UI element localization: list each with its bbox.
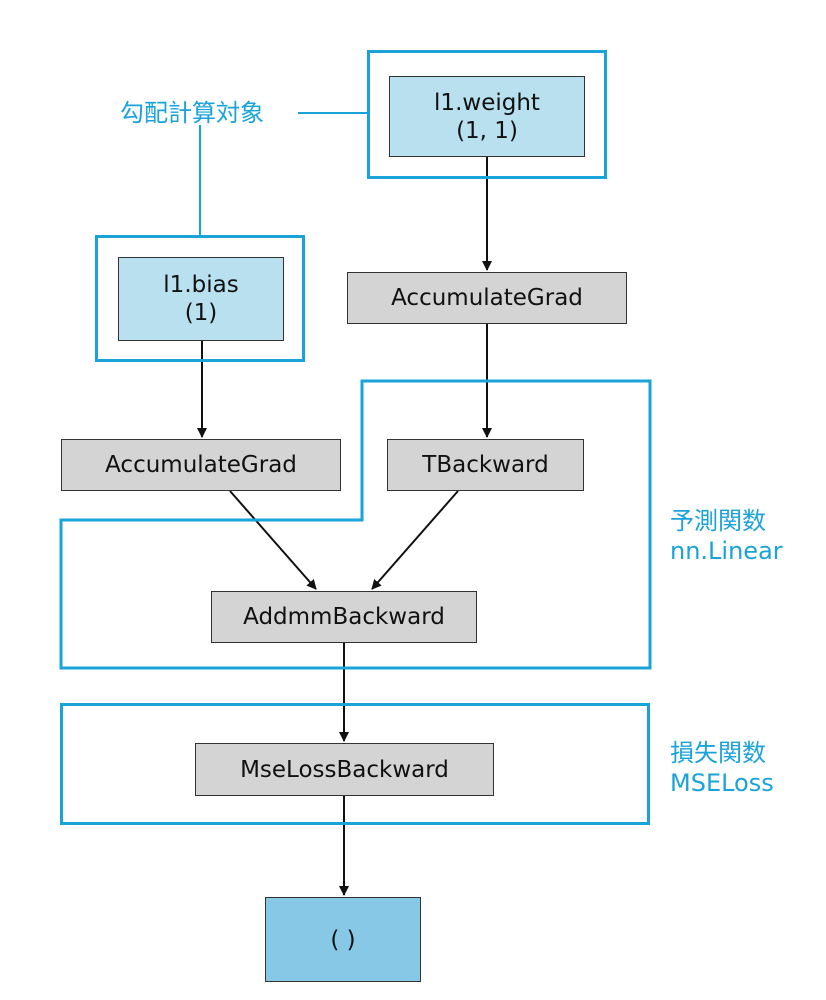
loss-function-label: 損失関数 MSELoss bbox=[670, 738, 774, 798]
accumulate-grad-bias-node: AccumulateGrad bbox=[61, 439, 341, 491]
bias-node-shape: (1) bbox=[184, 300, 218, 326]
weight-node: l1.weight (1, 1) bbox=[389, 76, 585, 157]
tbackward-node: TBackward bbox=[387, 439, 584, 491]
weight-node-name: l1.weight bbox=[434, 89, 540, 116]
weight-frame bbox=[367, 50, 607, 179]
edge-accumulate-to-addmm bbox=[229, 490, 317, 590]
edge-tbackward-to-addmm bbox=[371, 490, 459, 590]
predict-function-name: nn.Linear bbox=[670, 537, 783, 565]
predict-function-title: 予測関数 bbox=[670, 507, 766, 535]
grad-target-label: 勾配計算対象 bbox=[120, 99, 264, 127]
loss-function-name: MSELoss bbox=[670, 769, 774, 797]
bias-node-name: l1.bias bbox=[163, 272, 239, 298]
predict-function-label: 予測関数 nn.Linear bbox=[670, 506, 783, 566]
accumulate-grad-weight-node: AccumulateGrad bbox=[347, 272, 627, 324]
mseloss-backward-node: MseLossBackward bbox=[195, 743, 494, 796]
output-node: ( ) bbox=[265, 897, 421, 982]
loss-function-title: 損失関数 bbox=[670, 739, 766, 767]
loss-function-frame bbox=[60, 703, 650, 825]
weight-node-shape: (1, 1) bbox=[456, 117, 518, 144]
bias-frame bbox=[95, 235, 305, 362]
addmm-backward-node: AddmmBackward bbox=[211, 591, 477, 643]
bias-node: l1.bias (1) bbox=[118, 257, 284, 341]
